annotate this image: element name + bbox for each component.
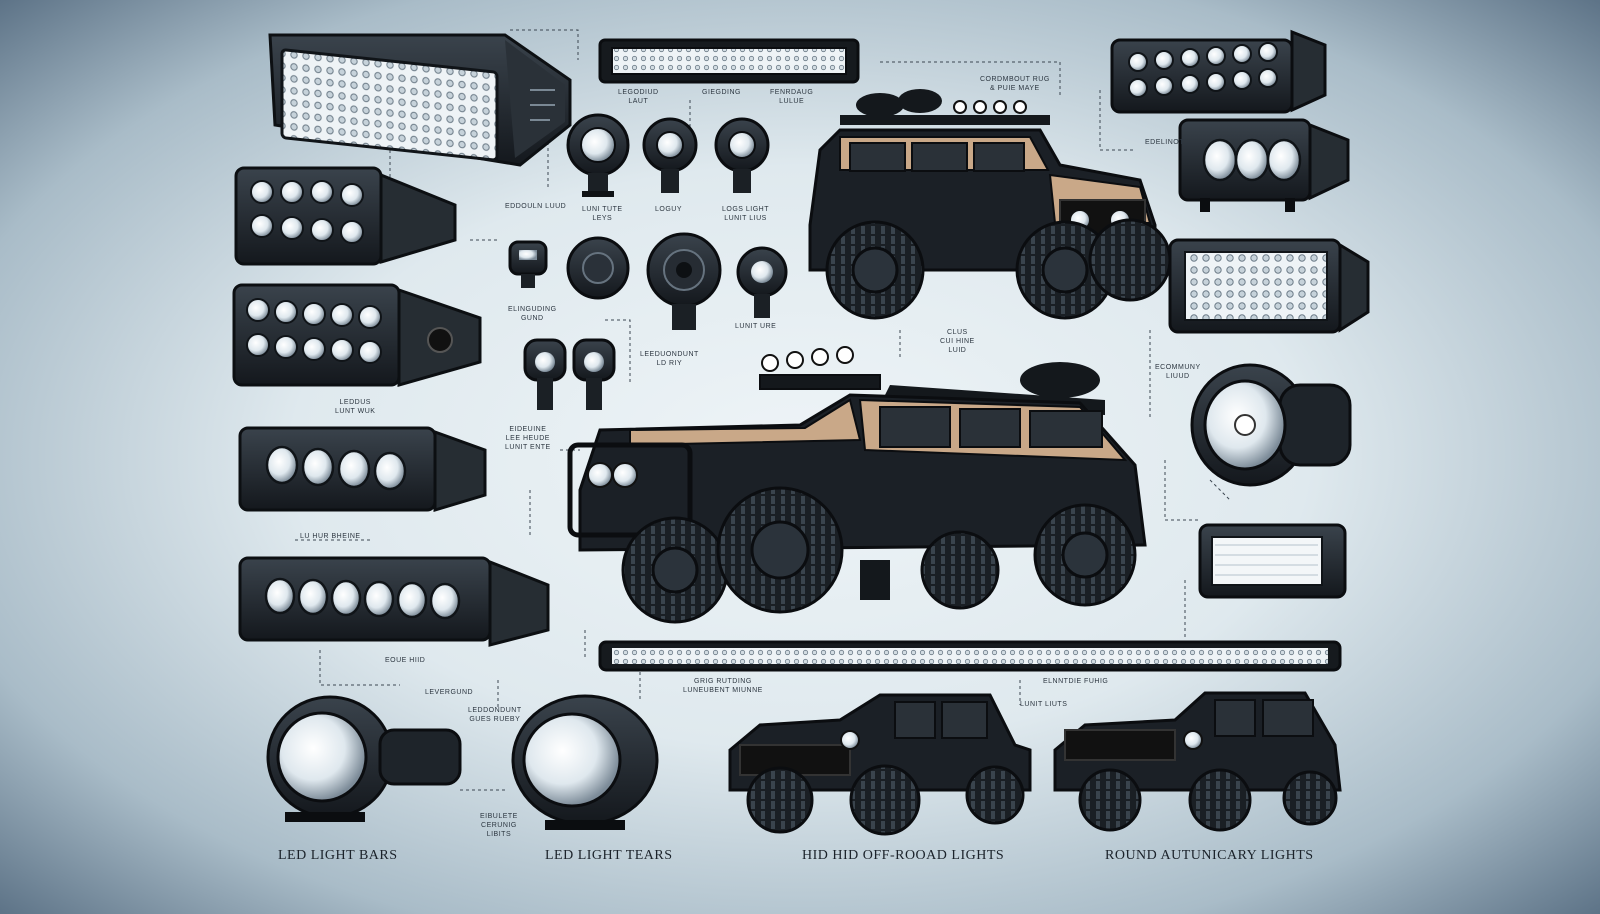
- led-light-bar-icon: [238, 426, 487, 513]
- led-light-bar-icon: [234, 166, 457, 266]
- led-light-bar-icon: [1178, 118, 1350, 212]
- caption-led-light-bars: LED LIGHT BARS: [278, 848, 398, 863]
- round-spot-light-icon: [566, 113, 770, 197]
- pod-light-icon: [508, 232, 788, 330]
- offroad-suv-icon: [567, 346, 1147, 624]
- diagram-label: ELNNTDIE FUHIG: [1043, 678, 1109, 685]
- round-spot-light-icon: [511, 694, 659, 830]
- diagram-label: LU HUR BHEINE: [300, 533, 361, 540]
- caption-hid-offroad-lights: HID HID OFF-ROOAD LIGHTS: [802, 848, 1005, 863]
- pickup-truck-icon: [1053, 691, 1342, 832]
- pod-light-icon: [523, 338, 616, 410]
- pickup-truck-icon: [728, 693, 1032, 836]
- led-light-bar-icon: [232, 283, 482, 387]
- leader-lines: [295, 29, 1231, 791]
- led-light-bar-icon: [598, 38, 860, 84]
- led-light-bar-icon: [238, 556, 550, 647]
- caption-led-light-tears: LED LIGHT TEARS: [545, 848, 673, 863]
- diagram-label: EDDOULN LUUD: [505, 203, 567, 210]
- diagram-label: LUNIT LIUTS: [1020, 701, 1068, 708]
- diagram-label: EOUE HIID: [385, 657, 426, 664]
- led-light-bar-icon: [1198, 523, 1347, 599]
- diagram-label: LUNIT URE: [735, 323, 777, 330]
- diagram-label: GIEGDING: [702, 89, 742, 96]
- led-light-bar-icon: [1110, 29, 1327, 114]
- diagram-label: CORDMBOUT RUG& PUIE MAYE: [980, 76, 1050, 92]
- diagram-label: EDELINOT: [1145, 139, 1185, 146]
- offroad-suv-icon: [808, 89, 1172, 320]
- round-spot-light-icon: [266, 695, 462, 822]
- diagram-label: LEVERGUND: [425, 689, 474, 696]
- diagram-label: LOGUY: [655, 206, 683, 213]
- led-light-bar-icon: [598, 640, 1342, 672]
- led-light-bar-icon: [1168, 238, 1370, 334]
- round-spot-light-icon: [1190, 363, 1352, 487]
- led-light-bar-icon: [268, 33, 572, 167]
- caption-round-auxiliary-lights: ROUND AUTUNICARY LIGHTS: [1105, 848, 1314, 863]
